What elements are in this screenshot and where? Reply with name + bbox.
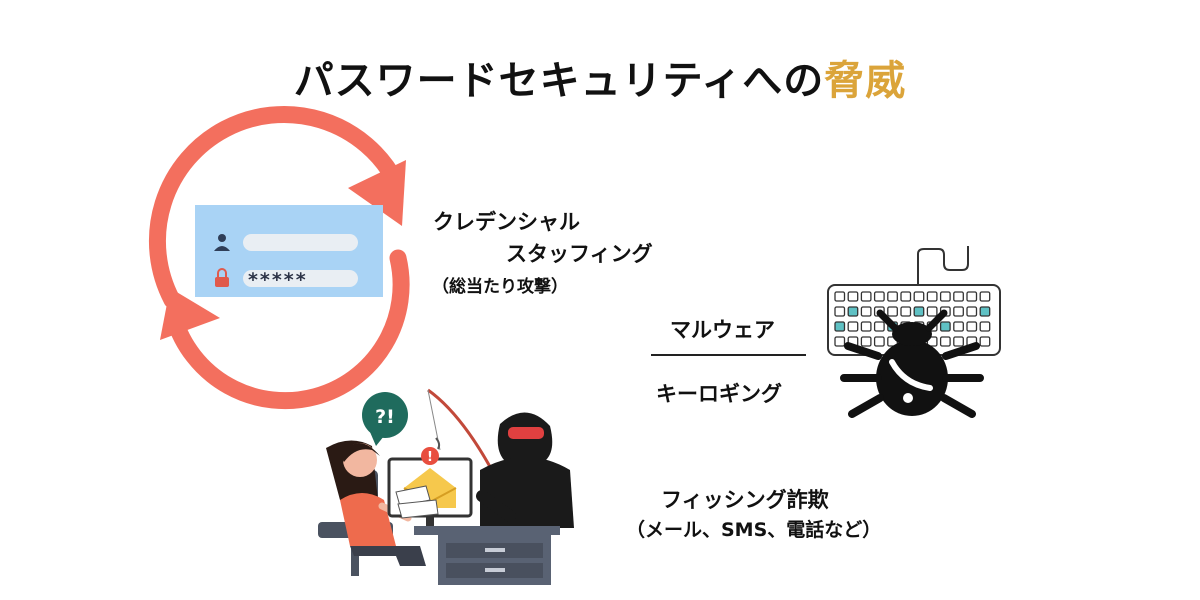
keyboard-key [873, 291, 885, 302]
refresh-arrows-icon [148, 105, 410, 410]
keyboard-key [834, 291, 846, 302]
keyboard-key [913, 291, 925, 302]
hacker-figure [476, 412, 574, 528]
keyboard-key [979, 321, 991, 332]
user-icon [214, 234, 230, 251]
keyboard-key [979, 306, 991, 317]
keyboard-key [913, 306, 925, 317]
keyboard-key [979, 336, 991, 347]
keyboard-cable [917, 246, 969, 285]
keyboard-key [953, 336, 964, 347]
keyboard-key [860, 306, 872, 317]
keyboard-key [873, 336, 885, 347]
login-card [195, 205, 383, 297]
keyboard-key [887, 291, 898, 302]
keyboard-key [926, 306, 938, 317]
keyboard-key [966, 291, 978, 302]
keyboard-key [834, 321, 846, 332]
keyboard-key [966, 321, 978, 332]
title-accent: 脅威 [824, 58, 907, 104]
bug-icon [840, 309, 984, 418]
keyboard-key [873, 321, 885, 332]
keyboard-key [926, 291, 938, 302]
keyboard-key [953, 321, 964, 332]
keylogging-label: キーロギング [656, 382, 782, 406]
keyboard-key [966, 306, 978, 317]
speech-bubble-text: ?! [375, 406, 395, 428]
keyboard-key [900, 306, 912, 317]
svg-text:!: ! [427, 450, 433, 465]
password-mask: ***** [248, 269, 308, 291]
title-main: パスワードセキュリティへの [293, 58, 825, 104]
keyboard-key [953, 291, 964, 302]
keyboard-key [847, 306, 859, 317]
keyboard-key [979, 291, 991, 302]
paper-note [395, 485, 439, 519]
page-title: パスワードセキュリティへの脅威 [0, 48, 1200, 106]
keyboard-key [900, 291, 912, 302]
keyboard-key [847, 291, 859, 302]
keyboard-key [860, 291, 872, 302]
keyboard-key [847, 321, 859, 332]
keyboard-key [860, 321, 872, 332]
lock-icon [215, 268, 229, 287]
keyboard-key [939, 291, 951, 302]
malware-label: マルウェア [670, 318, 775, 342]
keyboard-key [834, 306, 846, 317]
keyboard-key [939, 336, 951, 347]
keyboard-key [887, 306, 898, 317]
phishing-label: フィッシング詐欺 [661, 488, 829, 512]
credential-stuffing-note: （総当たり攻撃） [432, 277, 568, 297]
speech-bubble: ?! [362, 392, 408, 446]
keyboard-key [939, 321, 951, 332]
woman-figure [326, 440, 426, 566]
keyboard-key [953, 306, 964, 317]
credential-stuffing-line2: スタッフィング [506, 242, 653, 266]
keyboard-key [860, 336, 872, 347]
malware-divider [651, 354, 806, 356]
phishing-note: （メール、SMS、電話など） [626, 519, 882, 541]
keyboard-key [834, 336, 846, 347]
desk [414, 526, 560, 585]
credential-stuffing-line1: クレデンシャル [433, 210, 580, 234]
